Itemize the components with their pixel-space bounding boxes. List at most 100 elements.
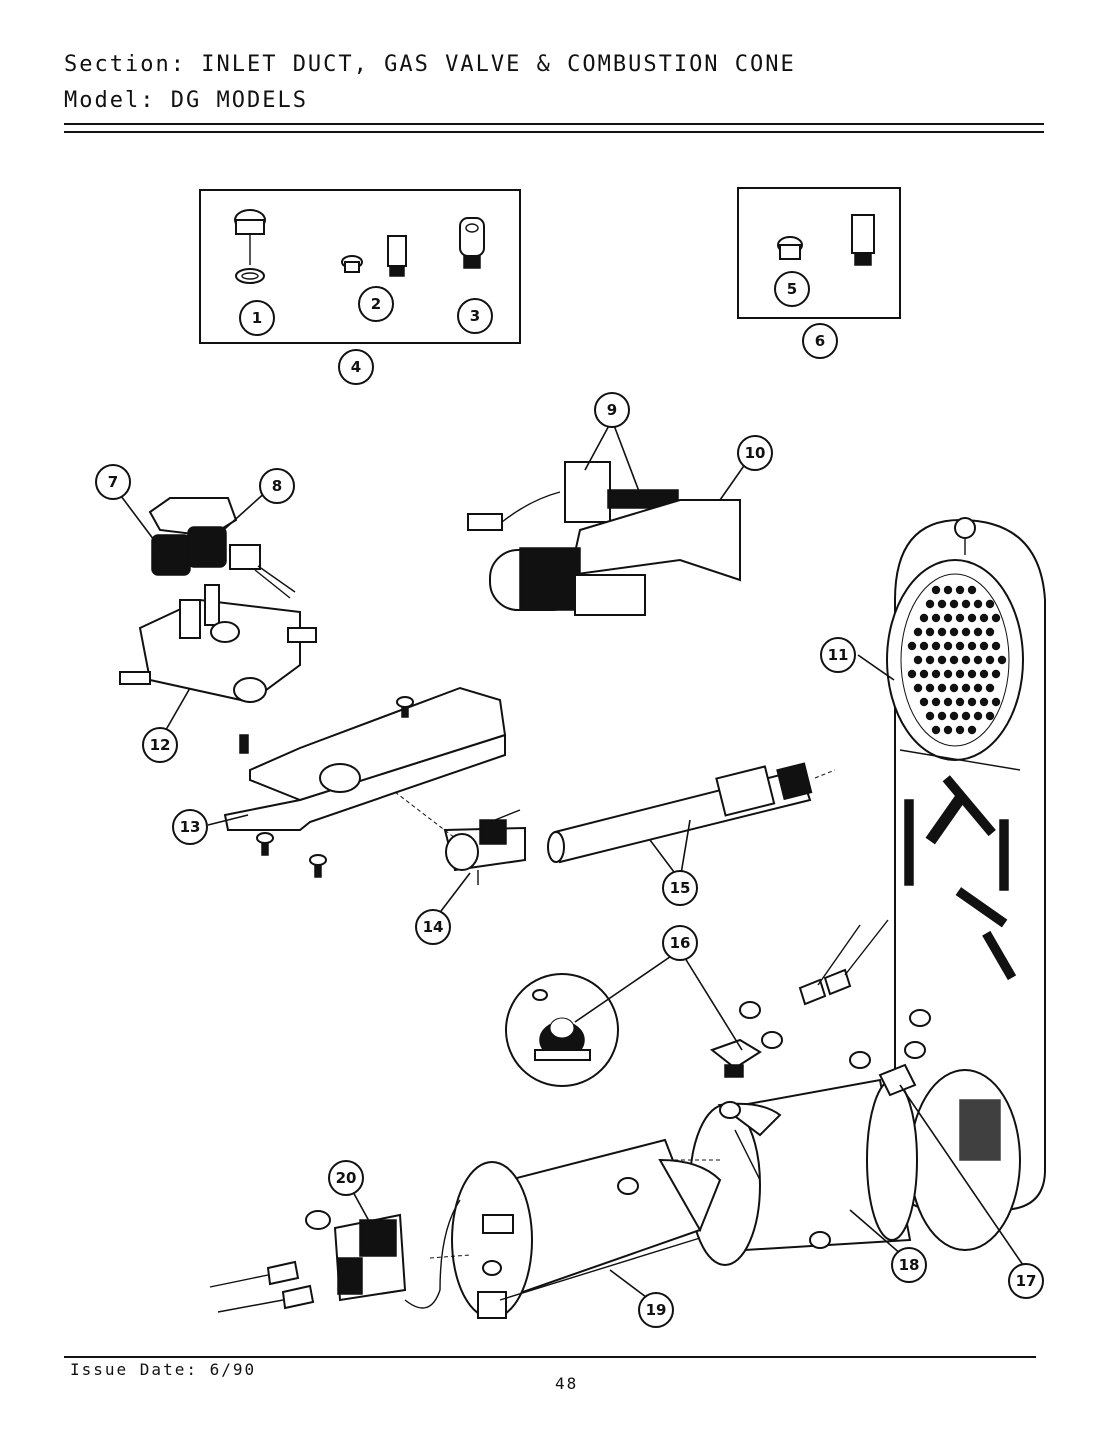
perforation-hole <box>943 641 953 651</box>
callout-4: 4 <box>338 349 374 385</box>
callout-20: 20 <box>328 1160 364 1196</box>
gas-valve-illustration <box>119 584 317 704</box>
model-value: DG MODELS <box>170 88 308 113</box>
perforation-hole <box>967 585 977 595</box>
perforation-hole <box>937 655 947 665</box>
perforation-hole <box>931 613 941 623</box>
perforation-hole <box>949 683 959 693</box>
section-heading: Section: INLET DUCT, GAS VALVE & COMBUST… <box>64 52 796 77</box>
perforation-hole <box>937 627 947 637</box>
perforation-hole <box>913 683 923 693</box>
perforation-hole <box>955 641 965 651</box>
duct-perforations <box>907 585 1007 735</box>
perforation-hole <box>949 711 959 721</box>
perforation-hole <box>985 655 995 665</box>
callout-8: 8 <box>259 468 295 504</box>
callout-15: 15 <box>662 870 698 906</box>
callout-2: 2 <box>358 286 394 322</box>
perforation-hole <box>967 641 977 651</box>
callout-14: 14 <box>415 909 451 945</box>
page-number: 48 <box>555 1374 579 1393</box>
perforation-hole <box>973 655 983 665</box>
callout-1: 1 <box>239 300 275 336</box>
perforation-hole <box>919 697 929 707</box>
perforation-hole <box>991 669 1001 679</box>
model-heading: Model: DG MODELS <box>64 88 308 113</box>
perforation-hole <box>925 599 935 609</box>
perforation-hole <box>943 669 953 679</box>
screws-illustration <box>256 696 414 878</box>
perforation-hole <box>925 627 935 637</box>
perforation-hole <box>949 655 959 665</box>
part-3-illustration <box>459 217 485 269</box>
callout-18: 18 <box>891 1247 927 1283</box>
perforation-hole <box>985 711 995 721</box>
perforation-hole <box>961 655 971 665</box>
svg-text:18: 18 <box>899 1256 920 1274</box>
bracket-illustration <box>223 686 507 831</box>
perforation-hole <box>937 711 947 721</box>
combustion-cone-illustration <box>451 1138 722 1319</box>
perforation-hole <box>919 641 929 651</box>
perforation-hole <box>931 725 941 735</box>
inlet-duct-illustration <box>886 517 1046 1251</box>
callout-7: 7 <box>95 464 131 500</box>
shutoff-valve-illustration <box>443 809 526 885</box>
svg-text:7: 7 <box>108 473 118 491</box>
section-title: INLET DUCT, GAS VALVE & COMBUSTION CONE <box>201 52 796 77</box>
perforation-hole <box>931 669 941 679</box>
svg-text:11: 11 <box>828 646 849 664</box>
perforation-hole <box>991 641 1001 651</box>
svg-text:19: 19 <box>646 1301 667 1319</box>
svg-text:8: 8 <box>272 477 282 495</box>
perforation-hole <box>913 627 923 637</box>
thermostat-inset <box>505 973 619 1087</box>
perforation-hole <box>955 585 965 595</box>
perforation-hole <box>925 683 935 693</box>
perforation-hole <box>925 711 935 721</box>
perforation-hole <box>919 613 929 623</box>
perforation-hole <box>955 697 965 707</box>
perforation-hole <box>943 697 953 707</box>
svg-text:5: 5 <box>787 280 797 298</box>
perforation-hole <box>955 669 965 679</box>
perforation-hole <box>985 599 995 609</box>
perforation-hole <box>979 669 989 679</box>
assembly-line-1 <box>394 791 456 839</box>
svg-text:9: 9 <box>607 401 617 419</box>
callout-17: 17 <box>1008 1263 1044 1299</box>
footer-rule <box>64 1356 1036 1358</box>
svg-text:6: 6 <box>815 332 825 350</box>
svg-text:14: 14 <box>423 918 444 936</box>
perforation-hole <box>937 683 947 693</box>
perforation-hole <box>961 711 971 721</box>
perforation-hole <box>937 599 947 609</box>
issue-date: Issue Date: 6/90 <box>70 1360 257 1379</box>
svg-text:1: 1 <box>252 309 262 327</box>
perforation-hole <box>907 641 917 651</box>
svg-text:20: 20 <box>336 1169 357 1187</box>
part-2-illustration <box>341 235 407 277</box>
perforation-hole <box>949 627 959 637</box>
perforation-hole <box>919 669 929 679</box>
svg-text:12: 12 <box>150 736 171 754</box>
callout-9: 9 <box>594 392 630 428</box>
callout-5: 5 <box>774 271 810 307</box>
callout-6: 6 <box>802 323 838 359</box>
perforation-hole <box>991 613 1001 623</box>
svg-text:2: 2 <box>371 295 381 313</box>
part-1-illustration <box>234 209 266 284</box>
svg-text:10: 10 <box>745 444 766 462</box>
perforation-hole <box>973 627 983 637</box>
part-5-illustration <box>777 214 875 266</box>
kit-box-6 <box>737 187 901 319</box>
burner-assembly-illustration <box>467 461 741 616</box>
combustion-chamber-illustration <box>689 1051 918 1266</box>
perforation-hole <box>955 725 965 735</box>
callout-19: 19 <box>638 1292 674 1328</box>
perforation-hole <box>943 585 953 595</box>
svg-text:17: 17 <box>1016 1272 1037 1290</box>
perforation-hole <box>979 641 989 651</box>
perforation-hole <box>949 599 959 609</box>
perforation-hole <box>991 697 1001 707</box>
